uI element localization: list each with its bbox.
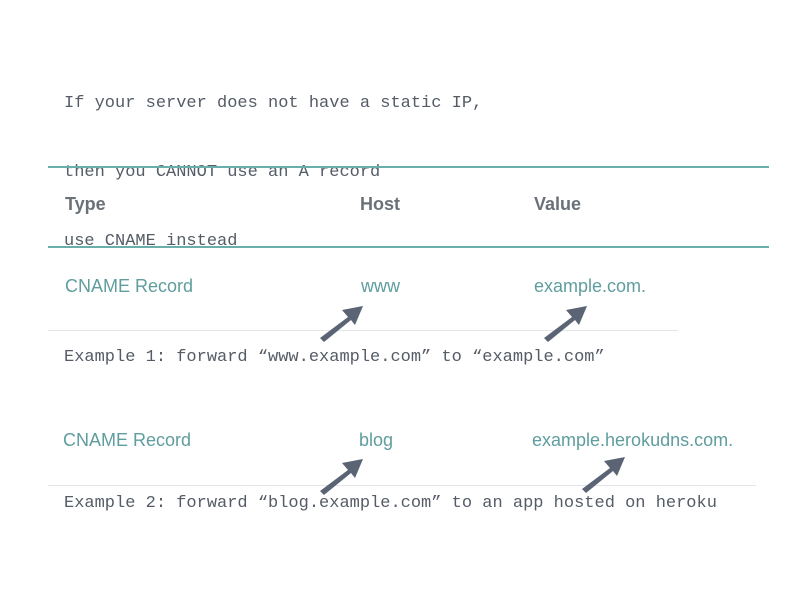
- row-2-divider: [48, 485, 756, 486]
- arrow-up-right-icon: [582, 457, 625, 493]
- table-header-rule: [48, 246, 769, 248]
- arrow-up-right-icon: [544, 306, 587, 342]
- intro-note-line-2: then you CANNOT use an A record: [64, 163, 381, 182]
- row-1-divider: [48, 330, 678, 331]
- row-1-value: example.com.: [534, 276, 647, 296]
- intro-note-line-1: If your server does not have a static IP…: [64, 94, 483, 113]
- table-top-rule: [48, 166, 769, 168]
- column-header-type: Type: [65, 194, 106, 214]
- row-2-value: example.herokudns.com.: [532, 430, 734, 450]
- intro-note-line-3: use CNAME instead: [64, 232, 238, 251]
- arrow-up-right-icon: [320, 459, 363, 495]
- row-1-type: CNAME Record: [65, 276, 194, 296]
- intro-note: If your server does not have a static IP…: [64, 46, 482, 276]
- column-header-host: Host: [360, 194, 400, 214]
- example-1-caption: Example 1: forward “www.example.com” to …: [64, 348, 605, 367]
- row-1-host: www: [361, 276, 400, 296]
- row-2-host: blog: [359, 430, 394, 450]
- column-header-value: Value: [534, 194, 582, 214]
- example-2-caption: Example 2: forward “blog.example.com” to…: [64, 494, 717, 513]
- row-2-type: CNAME Record: [63, 430, 192, 450]
- arrow-up-right-icon: [320, 306, 363, 342]
